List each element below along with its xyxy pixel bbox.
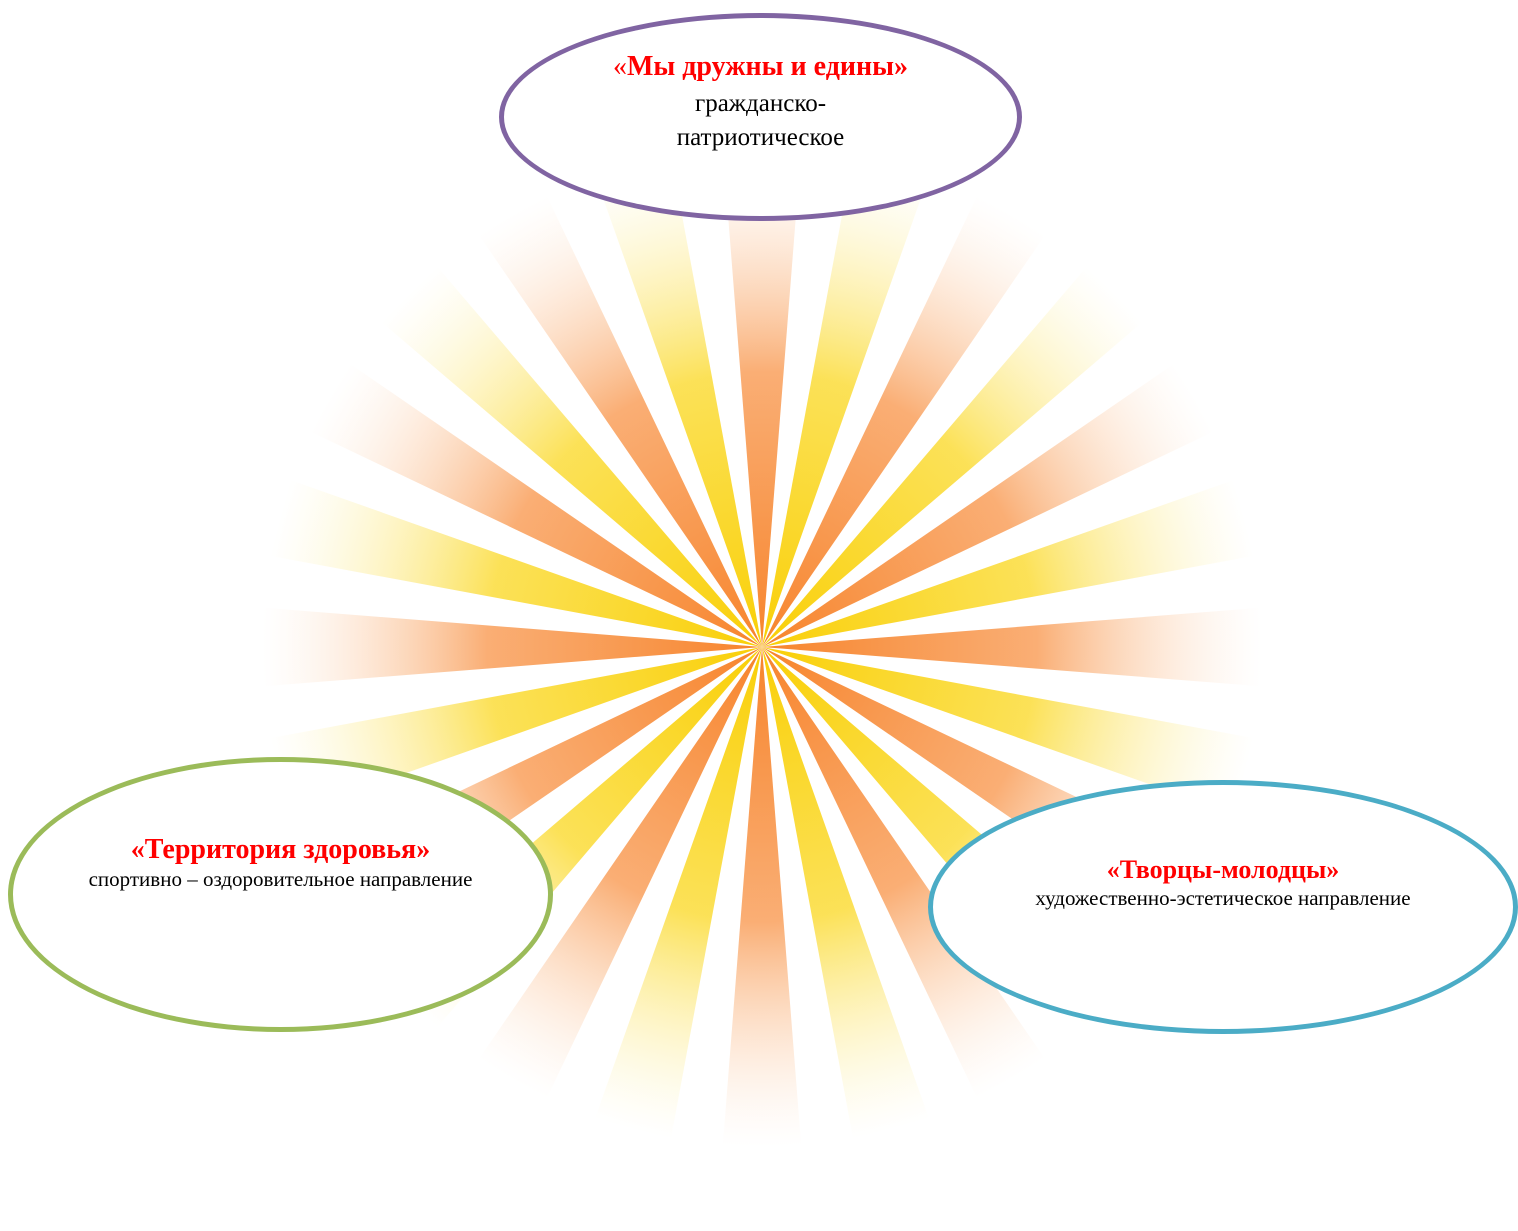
ray	[722, 647, 802, 1146]
ray	[478, 195, 762, 647]
ray	[310, 363, 762, 647]
ray	[595, 647, 762, 1139]
ray	[270, 480, 762, 647]
ray	[595, 155, 762, 647]
ray	[762, 195, 1046, 647]
ray	[478, 647, 762, 1099]
ray	[381, 266, 762, 647]
ray	[762, 266, 1143, 647]
node-sports-health-description: спортивно – оздоровительное направление	[88, 867, 473, 892]
ray	[762, 647, 1254, 814]
ray	[762, 480, 1254, 647]
ray	[762, 155, 929, 647]
node-art-aesthetic: «Творцы-молодцы» художественно-эстетичес…	[928, 780, 1518, 1034]
node-art-aesthetic-description: художественно-эстетическое направление	[1035, 885, 1411, 910]
ray	[762, 647, 1046, 1099]
node-sports-health-title: «Территория здоровья»	[130, 834, 431, 866]
ray	[762, 363, 1214, 647]
node-art-aesthetic-title: «Творцы-молодцы»	[1106, 854, 1340, 884]
node-sports-health: «Территория здоровья» спортивно – оздоро…	[8, 757, 553, 1032]
ray	[762, 607, 1261, 687]
node-civic-patriotic-description: гражданско-патриотическое	[676, 90, 845, 152]
node-civic-patriotic: «Мы дружны и едины» гражданско-патриотич…	[499, 13, 1022, 221]
ray	[762, 647, 929, 1139]
ray	[722, 148, 802, 647]
node-civic-patriotic-title: «Мы дружны и едины»	[612, 51, 909, 83]
ray	[263, 607, 762, 687]
